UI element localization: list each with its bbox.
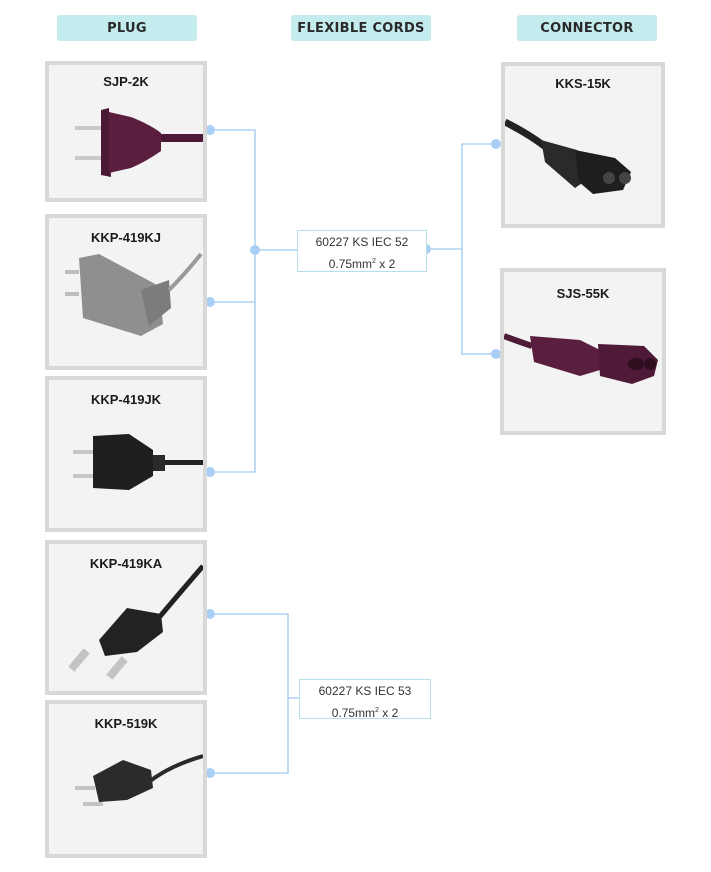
plug-image bbox=[75, 108, 203, 177]
cord-spec-line1: 60227 KS IEC 53 bbox=[318, 684, 412, 698]
connector-label: KKS-15K bbox=[555, 76, 611, 91]
cord-box-iec-52: 60227 KS IEC 52 0.75mm2 x 2 bbox=[297, 230, 427, 272]
plug-card-sjp-2k: SJP-2K bbox=[45, 61, 207, 202]
node-dot bbox=[205, 609, 215, 619]
link-cord1-connectors bbox=[426, 143, 496, 355]
node-dot bbox=[250, 245, 260, 255]
plug-label: SJP-2K bbox=[103, 74, 149, 89]
plug-image bbox=[73, 434, 203, 490]
cord-spec-line2: 0.75mm2 x 2 bbox=[331, 706, 399, 720]
cord-box-iec-53: 60227 KS IEC 53 0.75mm2 x 2 bbox=[299, 679, 431, 720]
node-dot bbox=[491, 349, 501, 359]
plug-label: KKP-419KJ bbox=[90, 230, 162, 245]
header-connector-label: CONNECTOR bbox=[540, 20, 634, 36]
plug-image bbox=[75, 754, 203, 806]
plug-card-kkp-419jk: KKP-419JK bbox=[45, 376, 207, 532]
link-sjp-2k bbox=[210, 129, 256, 473]
plug-label: KKP-519K bbox=[94, 716, 158, 731]
plug-label: KKP-419JK bbox=[90, 392, 162, 407]
header-plug: PLUG bbox=[57, 15, 197, 41]
node-dot bbox=[491, 139, 501, 149]
cord-spec-line1: 60227 KS IEC 52 bbox=[315, 235, 409, 249]
plug-card-kkp-519k: KKP-519K bbox=[45, 700, 207, 858]
link-group2 bbox=[210, 613, 299, 774]
header-flexible-cords: FLEXIBLE CORDS bbox=[291, 15, 431, 41]
cord-spec-line2: 0.75mm2 x 2 bbox=[328, 257, 396, 271]
header-connector: CONNECTOR bbox=[517, 15, 657, 41]
plug-card-kkp-419ka: KKP-419KA bbox=[45, 540, 207, 695]
connector-label: SJS-55K bbox=[556, 286, 610, 301]
plug-label: KKP-419KA bbox=[89, 556, 163, 571]
header-cords-label: FLEXIBLE CORDS bbox=[297, 20, 425, 36]
header-plug-label: PLUG bbox=[107, 20, 147, 36]
node-dot bbox=[205, 467, 215, 477]
node-dot bbox=[205, 297, 215, 307]
plug-image bbox=[65, 252, 203, 336]
connector-image bbox=[505, 118, 631, 194]
connector-card-sjs-55k: SJS-55K bbox=[500, 268, 666, 435]
connector-card-kks-15k: KKS-15K bbox=[501, 62, 665, 228]
node-dot bbox=[205, 125, 215, 135]
plug-card-kkp-419kj: KKP-419KJ bbox=[45, 214, 207, 370]
connector-image bbox=[504, 333, 658, 384]
node-dot bbox=[205, 768, 215, 778]
plug-image bbox=[68, 564, 203, 680]
